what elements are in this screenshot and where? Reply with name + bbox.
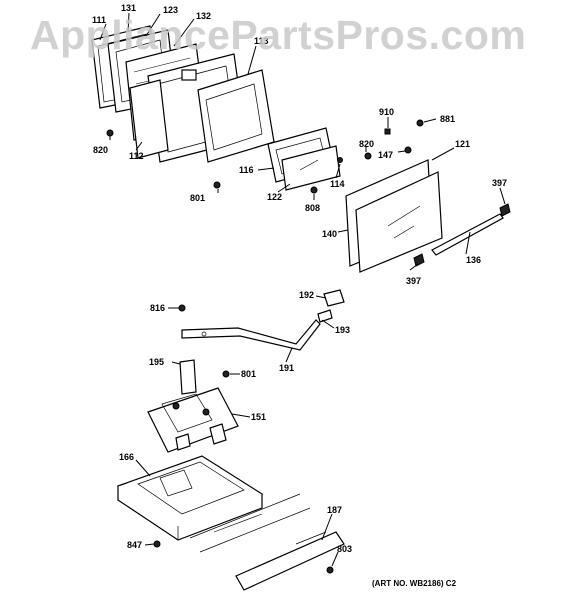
trim-strip-187 [235, 531, 345, 591]
label-121: 121 [455, 139, 470, 149]
label-123: 123 [163, 5, 178, 15]
label-131: 131 [121, 3, 136, 13]
label-114: 114 [330, 179, 345, 189]
screw-808 [310, 186, 318, 194]
handle-cap-397-left [413, 253, 425, 267]
label-820-right: 820 [359, 139, 374, 149]
screw-801-bottom [222, 370, 230, 378]
label-140: 140 [322, 229, 337, 239]
door-glass-121 [355, 171, 443, 273]
door-inner-panel-112 [129, 79, 169, 159]
label-136: 136 [466, 255, 481, 265]
handle-cap-397-right [499, 203, 511, 217]
label-397-right: 397 [492, 178, 507, 188]
label-847: 847 [127, 540, 142, 550]
label-193: 193 [335, 325, 350, 335]
label-820-left: 820 [93, 145, 108, 155]
latch-arm-191 [181, 319, 321, 351]
screw-847 [153, 540, 161, 548]
art-number: (ART NO. WB2186) C2 [372, 579, 457, 588]
lock-rod-195 [179, 359, 197, 395]
clip-114 [337, 157, 343, 163]
label-116: 116 [239, 165, 254, 175]
label-801-bottom: 801 [241, 369, 256, 379]
door-handle-136 [431, 213, 504, 256]
screw-881 [416, 119, 424, 127]
label-166: 166 [119, 452, 134, 462]
label-801-top: 801 [190, 193, 205, 203]
screw-820-left [106, 129, 114, 137]
screw-801-top [213, 181, 221, 189]
label-113: 113 [254, 36, 269, 46]
label-191: 191 [279, 363, 294, 373]
screw-803 [326, 566, 334, 574]
label-808: 808 [305, 203, 320, 213]
window-glass-122 [281, 145, 341, 191]
label-132: 132 [196, 11, 211, 21]
latch-handle-192 [323, 289, 345, 307]
label-803: 803 [337, 544, 352, 554]
bottom-pan-166 [116, 455, 264, 541]
label-111: 111 [92, 15, 106, 25]
label-881: 881 [440, 114, 455, 124]
label-112: 112 [129, 151, 144, 161]
screw-820-right [364, 152, 372, 160]
watermark-logo: AppliancePartsPros.com [30, 12, 527, 58]
spring-193 [317, 309, 333, 323]
lock-assembly-151 [147, 387, 239, 453]
label-816: 816 [150, 303, 165, 313]
label-195: 195 [149, 357, 164, 367]
slide-rail [189, 493, 311, 553]
label-910: 910 [379, 107, 394, 117]
label-397-left: 397 [406, 276, 421, 286]
label-187: 187 [327, 505, 342, 515]
label-192: 192 [299, 290, 314, 300]
label-151: 151 [251, 412, 266, 422]
clip-147 [404, 146, 412, 154]
label-122: 122 [267, 192, 282, 202]
leader-lines [99, 12, 506, 567]
screw-910 [384, 128, 391, 135]
label-147: 147 [378, 150, 393, 160]
